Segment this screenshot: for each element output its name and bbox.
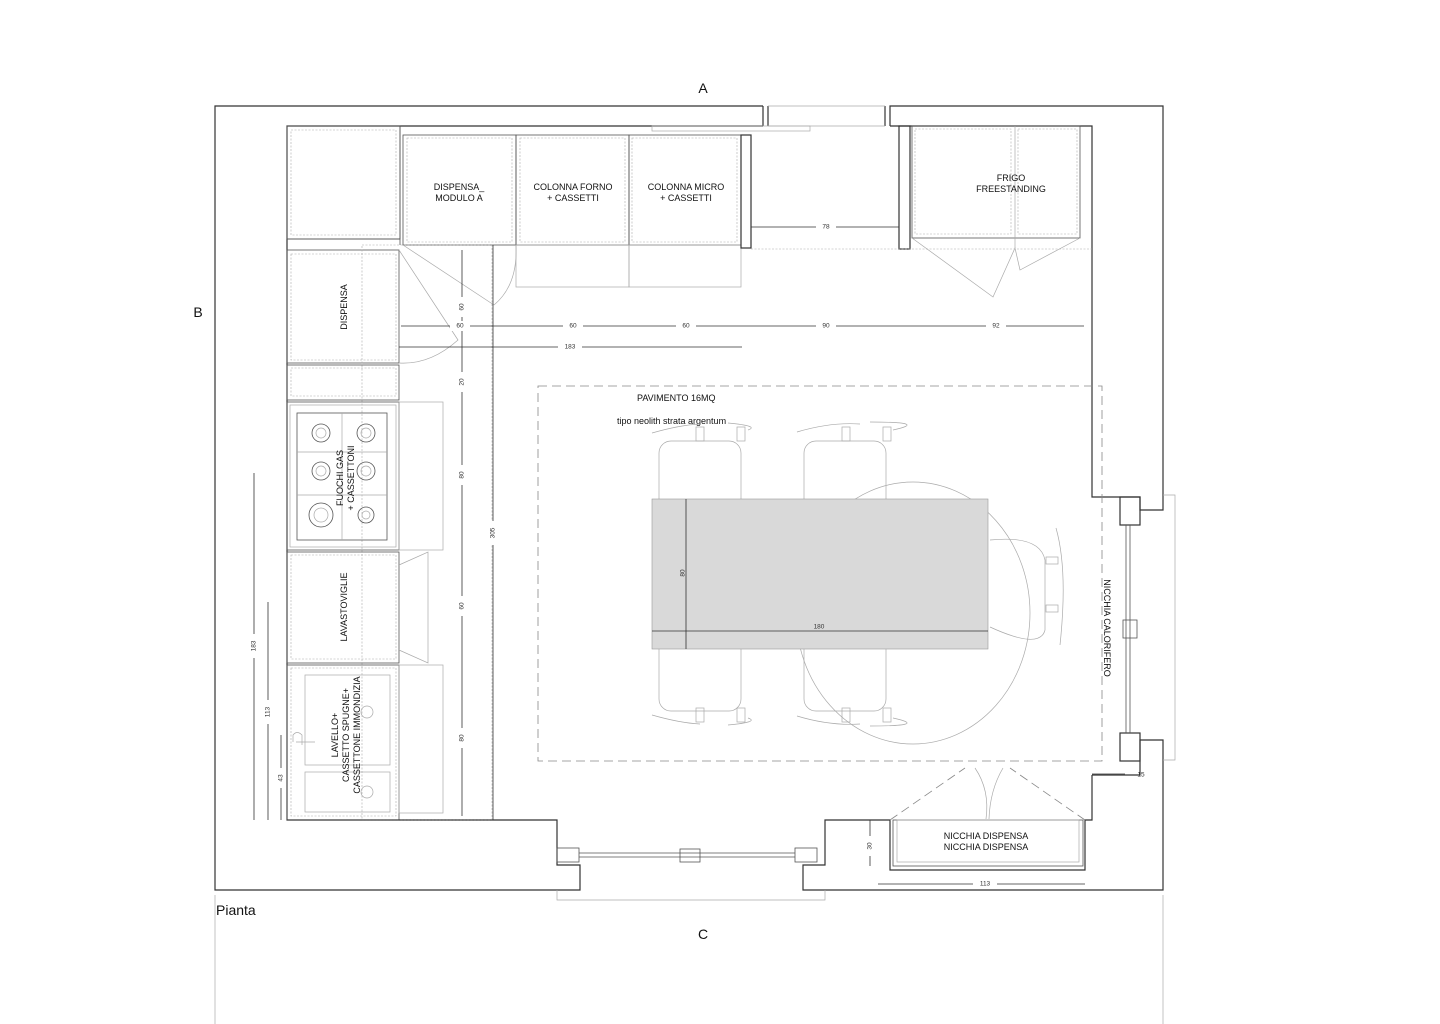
dim-top-5: 92 [992, 323, 1000, 330]
burner-icon [356, 461, 376, 481]
dim-left-1: 60 [459, 303, 466, 311]
dim-table-depth: 80 [680, 569, 687, 577]
dim-outer-183: 183 [251, 640, 258, 651]
window-right [1122, 494, 1176, 761]
dim-outer-113: 113 [265, 706, 272, 717]
section-label-a: A [698, 80, 708, 96]
burner-icon [311, 423, 331, 443]
burner-icon [308, 502, 334, 528]
dim-window-gap: 78 [822, 224, 830, 231]
dim-top-total: 183 [565, 344, 576, 351]
label-lavastoviglie: LAVASTOVIGLIE [339, 572, 349, 641]
label-colonna-micro: COLONNA MICRO [648, 182, 725, 192]
dim-left-4: 60 [459, 602, 466, 610]
dim-left-2: 20 [459, 378, 466, 386]
label-colonna-forno-2: + CASSETTI [547, 193, 599, 203]
pantry-niche [889, 767, 1086, 867]
dim-labels: 60 60 60 90 92 183 78 60 20 80 60 80 305… [249, 222, 1145, 889]
label-lavello-2: CASSETTO SPUGNE+ [341, 688, 351, 782]
floor-area [537, 385, 1103, 762]
label-nicchia-calorifero: NICCHIA CALORIFERO [1102, 579, 1112, 677]
floor-title: PAVIMENTO 16MQ [637, 393, 716, 403]
gas-burners [308, 423, 376, 528]
label-dispensa-modulo: DISPENSA_ [434, 182, 486, 192]
dim-radiator-depth: 15 [1137, 772, 1145, 779]
label-lavello-3: CASSETTONE IMMONDIZIA [352, 676, 362, 793]
window-bottom [556, 847, 826, 901]
dim-top-2: 60 [569, 323, 577, 330]
dim-top-1: 60 [456, 323, 464, 330]
label-nicchia-dispensa-2: NICCHIA DISPENSA [944, 842, 1029, 852]
burner-icon [356, 423, 376, 443]
dim-table-length: 180 [814, 624, 825, 631]
label-colonna-micro-2: + CASSETTI [660, 193, 712, 203]
floor-type: tipo neolith strata argentum [617, 416, 726, 426]
label-frigo-2: FREESTANDING [976, 184, 1046, 194]
label-fuochi-gas-2: + CASSETTONI [346, 445, 356, 510]
label-nicchia-dispensa: NICCHIA DISPENSA [944, 831, 1029, 841]
dim-left-total: 305 [490, 527, 497, 538]
dim-left-3: 80 [459, 471, 466, 479]
label-fuochi-gas: FUOCHI GAS [335, 450, 345, 506]
burner-icon [311, 461, 331, 481]
section-label-c: C [698, 926, 708, 942]
plan-title: Pianta [216, 902, 256, 918]
section-label-b: B [193, 304, 202, 320]
label-frigo: FRIGO [997, 173, 1026, 183]
dim-outer-43: 43 [278, 774, 285, 782]
dim-niche-width: 113 [980, 881, 991, 888]
island-table [651, 498, 989, 650]
dim-top-3: 60 [682, 323, 690, 330]
top-cabinets [286, 125, 1092, 306]
label-colonna-forno: COLONNA FORNO [533, 182, 612, 192]
sheet-frame [214, 895, 1164, 1024]
dim-niche-depth: 30 [867, 842, 874, 850]
dim-left-5: 80 [459, 734, 466, 742]
label-lavello: LAVELLO+ [330, 713, 340, 758]
burner-icon [357, 506, 375, 524]
label-dispensa: DISPENSA [339, 284, 349, 330]
dim-top-4: 90 [822, 323, 830, 330]
window-top [651, 105, 885, 132]
label-dispensa-modulo-2: MODULO A [435, 193, 483, 203]
